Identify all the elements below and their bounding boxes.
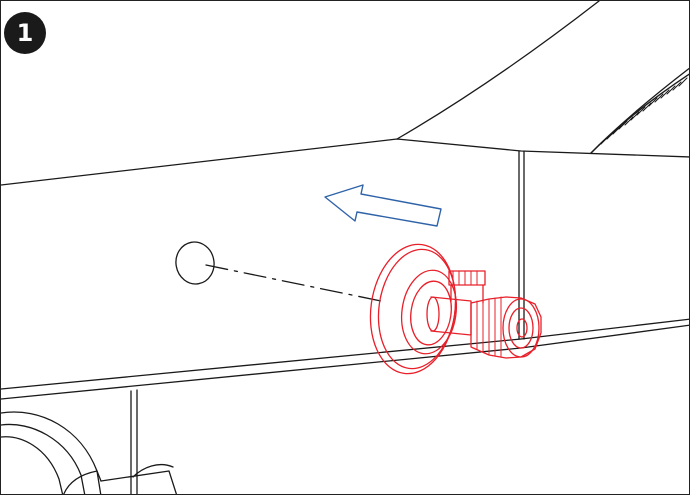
wall-hole: [175, 241, 215, 285]
alignment-line: [205, 264, 382, 302]
upper-right-panel: [590, 67, 689, 154]
lower-left-pipe: [1, 411, 178, 494]
arrow-left-icon: [324, 184, 442, 227]
step-number-badge: 1: [4, 12, 46, 54]
angle-valve-icon: [369, 243, 542, 375]
